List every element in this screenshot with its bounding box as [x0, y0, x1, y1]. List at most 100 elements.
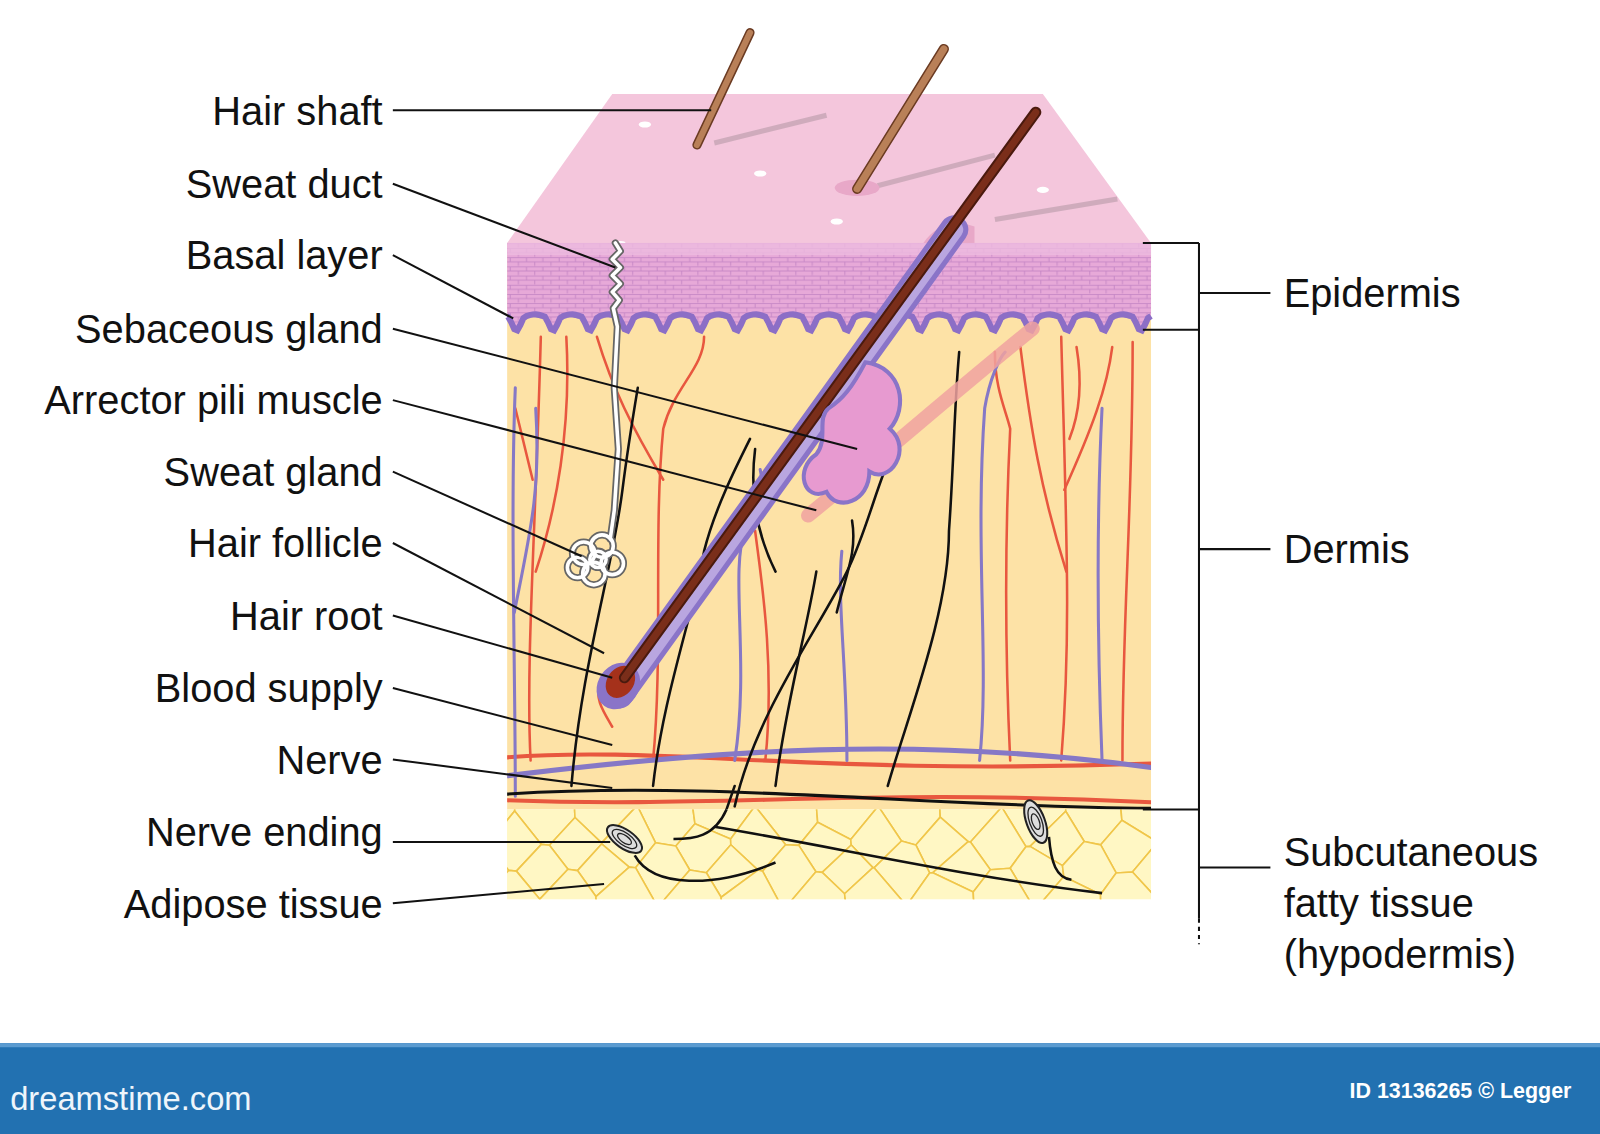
footer-bar [0, 1043, 1600, 1134]
skin-surface [507, 94, 1151, 245]
blood-vessels [529, 337, 541, 761]
epidermis-layer [507, 243, 1151, 330]
epidermis-layer [507, 243, 1151, 255]
skin-surface [1037, 187, 1049, 193]
hair-shaft [697, 33, 750, 145]
hair-follicle [624, 112, 1035, 677]
fat-cell [721, 870, 783, 899]
part-label: Basal layer [0, 231, 383, 279]
fat-cell [783, 872, 848, 899]
layer-label: Epidermis [1284, 269, 1580, 317]
sweat-gland [567, 243, 623, 585]
pacinian-corpuscle [616, 831, 633, 846]
sweat-gland [567, 557, 587, 577]
fat-cell [507, 870, 540, 899]
fat-cell [596, 867, 658, 899]
pacinian-corpuscle [1019, 797, 1052, 845]
part-label: Sebaceous gland [0, 305, 383, 353]
part-label: Arrector pili muscle [0, 376, 383, 424]
dermis-layer [507, 243, 1151, 809]
sweat-gland [590, 551, 606, 567]
blood-vessels [1069, 347, 1079, 439]
part-label: Nerve [0, 735, 383, 783]
blood-vessels [507, 337, 1151, 802]
sweat-gland [567, 243, 623, 585]
blood-vessels [514, 408, 537, 612]
layer-brackets [1143, 243, 1271, 944]
blood-vessels [980, 352, 1006, 760]
hypodermis-nerve [1049, 837, 1071, 880]
layer-brackets [1199, 292, 1270, 294]
skin-surface [831, 218, 843, 224]
sweat-gland [610, 243, 620, 539]
skin-surface [754, 170, 766, 176]
dermis-layer [507, 243, 1151, 809]
leader-lines [393, 759, 612, 788]
nerves [776, 572, 817, 786]
blood-vessels [1064, 347, 1112, 490]
nerves [507, 352, 1151, 809]
hair-follicle [588, 112, 1036, 717]
nerves [837, 521, 854, 613]
skin-surface [507, 94, 1151, 243]
leader-lines [393, 255, 513, 318]
leader-lines [393, 400, 816, 510]
layer-brackets [1143, 808, 1199, 810]
part-label: Adipose tissue [0, 879, 383, 927]
leader-lines [393, 109, 711, 111]
blood-vessels [995, 352, 1010, 760]
layer-brackets [1199, 867, 1270, 869]
adipose-layer [507, 809, 1151, 899]
part-label: Nerve ending [0, 808, 383, 856]
nerves [571, 388, 637, 786]
leader-lines [393, 184, 615, 268]
footer-bar [0, 1043, 1600, 1047]
part-label: Hair follicle [0, 519, 383, 567]
hypodermis-nerve [635, 809, 1102, 893]
blood-vessels [1122, 342, 1132, 760]
leader-lines [393, 110, 857, 903]
pacinian-corpuscle [1019, 797, 1052, 845]
leader-lines [393, 884, 604, 903]
fat-cell [845, 868, 907, 900]
blood-vessels [507, 352, 1151, 796]
layer-brackets [1143, 242, 1199, 244]
fat-cell [1101, 872, 1151, 899]
hair-shaft [857, 49, 944, 189]
watermark: dreamstime.com [10, 1079, 418, 1118]
layer-brackets [1198, 243, 1200, 919]
hair-shaft [857, 49, 944, 189]
layer-brackets [1199, 548, 1270, 550]
part-label: Sweat duct [0, 160, 383, 208]
sebaceous-gland [804, 362, 900, 502]
layer-brackets [1198, 919, 1200, 945]
blood-vessels [507, 797, 1151, 802]
watermark: ID 13136265 © Legger [1163, 1077, 1571, 1103]
skin-surface [995, 199, 1117, 219]
pacinian-corpuscle [609, 826, 639, 852]
blood-vessels [653, 337, 704, 761]
part-label: Hair shaft [0, 86, 383, 134]
leader-lines [393, 841, 610, 843]
blood-vessels [513, 388, 515, 796]
part-label: Sweat gland [0, 448, 383, 496]
hair-shaft [697, 33, 750, 145]
fat-cell [657, 870, 722, 899]
fat-cell [540, 869, 597, 899]
blood-vessels [515, 408, 532, 479]
pacinian-corpuscle [603, 820, 647, 858]
leader-lines [393, 543, 604, 653]
skin-surface [878, 155, 995, 186]
pacinian-corpuscle [603, 820, 647, 858]
pacinian-corpuscle [603, 797, 1053, 858]
part-label: Hair root [0, 591, 383, 639]
leader-lines [393, 472, 582, 557]
sweat-gland [610, 243, 620, 539]
blood-vessels [507, 337, 1151, 802]
blood-vessels [1098, 408, 1102, 760]
fat-cell [905, 873, 974, 900]
sweat-gland [567, 243, 623, 585]
nerves [727, 786, 735, 809]
blood-vessels [1061, 337, 1067, 761]
